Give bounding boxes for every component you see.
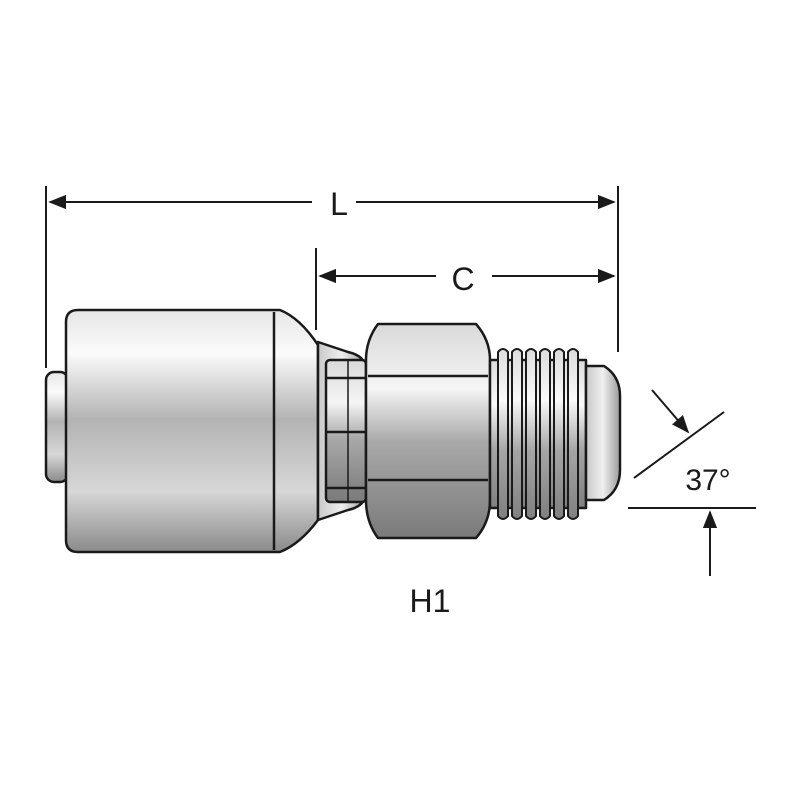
thread-crest <box>497 348 509 520</box>
thread-crest <box>567 348 579 520</box>
flare-tip <box>584 364 622 502</box>
length-label: L <box>330 186 348 222</box>
part-code-label: H1 <box>410 583 451 619</box>
dimension-cutoff <box>315 248 616 330</box>
thread-crest <box>525 348 537 520</box>
angle-arrow-top <box>651 389 690 434</box>
angle-slant-line <box>633 411 725 479</box>
angle-callout <box>628 389 756 576</box>
dimension-length <box>45 186 619 368</box>
hose-fitting <box>44 308 622 554</box>
thread-crests <box>497 348 579 520</box>
angle-label: 37° <box>685 464 730 497</box>
hose-stub <box>44 370 70 484</box>
thread-crest <box>539 348 551 520</box>
cutoff-label: C <box>451 261 474 297</box>
hex-nut <box>364 322 492 540</box>
thread-crest <box>511 348 523 520</box>
thread-crest <box>553 348 565 520</box>
ferrule-shell <box>64 308 320 554</box>
